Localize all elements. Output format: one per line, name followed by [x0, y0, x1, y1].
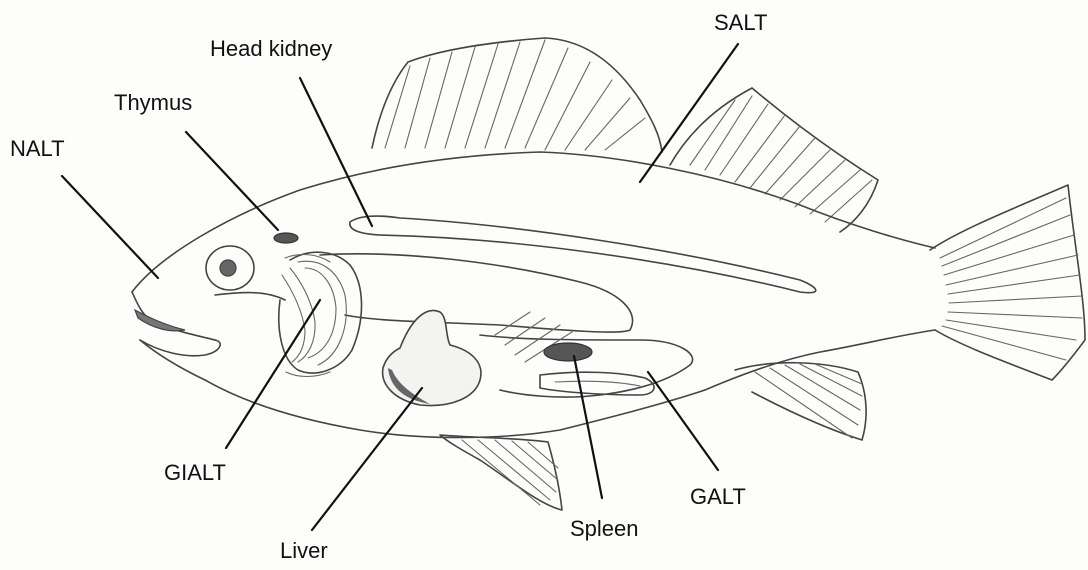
- thymus-organ: [274, 233, 298, 243]
- spleen-organ: [544, 343, 592, 361]
- leader-head-kidney: [300, 78, 372, 226]
- leader-galt: [648, 372, 718, 470]
- label-head-kidney: Head kidney: [210, 38, 332, 60]
- label-spleen: Spleen: [570, 518, 639, 540]
- label-nalt: NALT: [10, 138, 65, 160]
- gill-arches: [279, 252, 362, 376]
- liver-organ: [383, 310, 481, 405]
- label-salt: SALT: [714, 12, 767, 34]
- leader-thymus: [186, 132, 278, 230]
- leader-liver: [312, 388, 422, 530]
- label-galt: GALT: [690, 486, 746, 508]
- leader-salt: [640, 44, 738, 182]
- caudal-fin: [930, 185, 1085, 380]
- dorsal-fin-spiny: [372, 38, 662, 152]
- pelvic-fin: [440, 435, 562, 510]
- leader-spleen: [574, 356, 602, 498]
- leader-gialt: [226, 300, 320, 448]
- fish-body: [132, 152, 935, 438]
- dorsal-fin-soft: [670, 88, 878, 232]
- label-thymus: Thymus: [114, 92, 192, 114]
- anal-fin: [735, 363, 866, 440]
- label-liver: Liver: [280, 540, 328, 562]
- leader-nalt: [62, 176, 158, 278]
- label-gialt: GIALT: [164, 462, 226, 484]
